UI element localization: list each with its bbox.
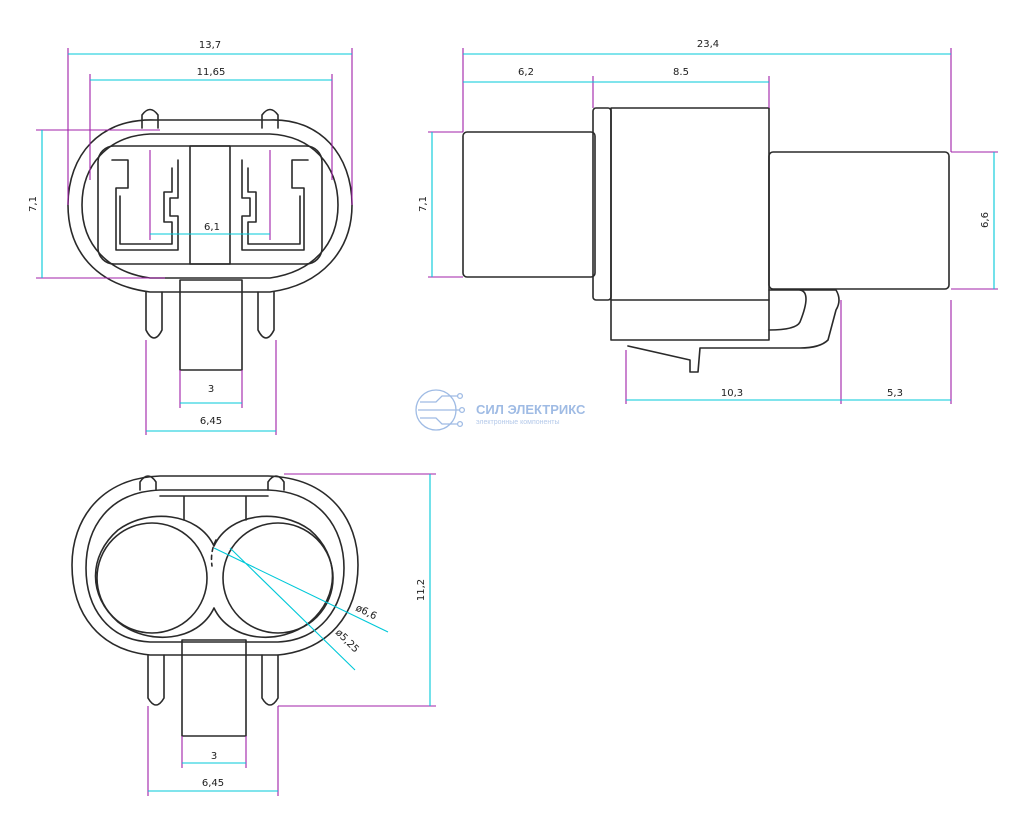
side-dim-overall-length: 23,4 [697,39,719,50]
side-right-body [768,151,950,290]
front-top-bump-left [141,108,159,129]
rear-hole-left [96,522,208,634]
rear-housing-inner [85,489,345,643]
front-dim-overall-width: 13,7 [199,40,221,51]
front-ext-lines [36,48,353,435]
front-terminal-right [241,159,309,251]
side-ext-lines [428,48,998,404]
side-dim-left-height: 7,1 [418,196,429,212]
rear-pin-left [147,654,165,706]
watermark-name: СИЛ ЭЛЕКТРИКС [476,402,586,417]
rear-housing-outline [71,475,359,656]
side-left-body [462,131,596,278]
rear-hole-right [222,522,334,634]
rear-dim-inner-diameter: ø5,25 [333,627,361,655]
watermark: СИЛ ЭЛЕКТРИКС электронные компоненты [415,389,586,431]
front-terminal-left-inner [119,167,173,245]
rear-center-arc [210,539,217,567]
rear-dim-tab-width: 3 [211,751,217,762]
front-center-divider [189,145,231,265]
front-terminal-left [111,159,179,251]
rear-ext-lines [147,473,436,796]
side-latch-arm [768,289,807,331]
rear-dim-height: 11,2 [416,579,427,601]
front-pin-left [145,291,163,339]
rear-dim-lines [148,474,431,792]
front-dim-center-distance: 6,1 [204,222,220,233]
front-housing-outline [67,119,353,293]
side-latch-hook [627,289,840,373]
side-dim-latch-length: 10,3 [721,388,743,399]
side-middle-block [610,107,770,301]
rear-dim-outer-diameter: ø6,6 [354,603,379,623]
side-dim-left-section: 6,2 [518,67,534,78]
front-dim-inner-width: 11,65 [197,67,226,78]
side-dim-lines [431,53,995,401]
side-dim-middle-section: 8.5 [673,67,689,78]
side-view: 23,4 6,2 8.5 7,1 6,6 10,3 5,3 [418,39,998,404]
front-dim-tab-width: 3 [208,384,214,395]
front-latch-tab [179,279,243,371]
side-latch-body [610,299,770,341]
front-dim-height: 7,1 [28,196,39,212]
front-pin-right [257,291,275,339]
front-housing-inner [81,133,339,279]
front-terminal-right-inner [247,167,301,245]
front-view: 13,7 11,65 7,1 6,1 3 6,45 [28,40,353,435]
watermark-tagline: электронные компоненты [476,419,560,426]
rear-top-bar [159,495,269,521]
front-cavity [97,145,323,265]
rear-holes-outer [94,515,334,639]
side-dim-right-end: 5,3 [887,388,903,399]
front-top-bump-right [261,108,279,129]
rear-dim-pin-span: 6,45 [202,778,224,789]
front-dim-lines [41,53,352,432]
rear-view: 11,2 ø6,6 ø5,25 3 6,45 [71,473,436,796]
side-dim-right-height: 6,6 [980,212,991,228]
front-dim-pin-span: 6,45 [200,416,222,427]
rear-top-bump-right [267,475,285,491]
rear-top-bump-left [139,475,157,491]
watermark-logo-icon [415,389,466,431]
rear-latch-tab [181,639,247,737]
rear-pin-right [261,654,279,706]
